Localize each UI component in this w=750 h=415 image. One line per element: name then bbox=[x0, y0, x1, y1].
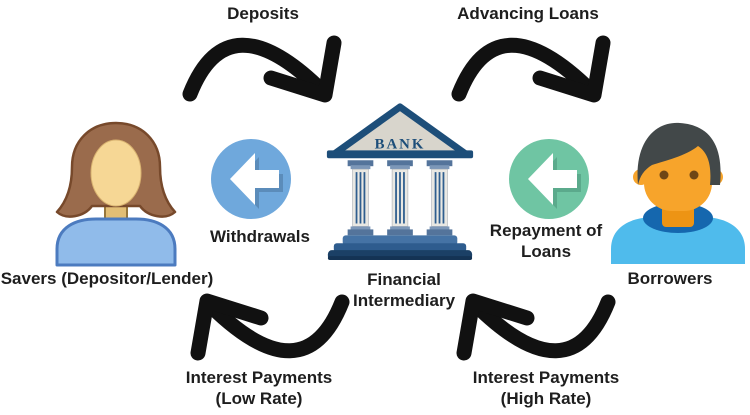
borrowers-man-icon bbox=[611, 122, 745, 264]
withdrawals-left-arrow-circle-icon bbox=[211, 139, 291, 219]
label-savers: Savers (Depositor/Lender) bbox=[0, 269, 214, 288]
deposits-curved-arrow-icon bbox=[183, 33, 343, 105]
label-line: Repayment of bbox=[489, 221, 603, 240]
left-arrow-glyph bbox=[230, 153, 279, 205]
arrow-stroke bbox=[459, 43, 603, 95]
arrow-stroke bbox=[464, 301, 608, 353]
interest-high-curved-arrow-icon bbox=[455, 291, 615, 363]
label-line: Interest Payments bbox=[185, 368, 333, 387]
label-line: (High Rate) bbox=[500, 389, 592, 408]
bank-column bbox=[347, 160, 374, 236]
label-deposits: Deposits bbox=[227, 4, 299, 23]
label-repayment-of-loans: Repayment of Loans bbox=[490, 220, 602, 262]
label-financial-intermediary: Financial Intermediary bbox=[353, 269, 455, 311]
label-line: Financial bbox=[367, 270, 441, 289]
label-advancing-loans: Advancing Loans bbox=[457, 4, 599, 23]
bank-sign-text: BANK bbox=[375, 136, 426, 152]
label-interest-payments-low: Interest Payments (Low Rate) bbox=[186, 367, 332, 409]
woman-shirt bbox=[55, 217, 177, 267]
label-line: Loans bbox=[520, 242, 572, 261]
man-eye bbox=[659, 170, 669, 180]
bank-columns bbox=[347, 160, 453, 236]
savers-woman-icon bbox=[55, 121, 177, 267]
interest-low-curved-arrow-icon bbox=[189, 291, 349, 363]
bank-building-icon: BANK bbox=[326, 103, 474, 261]
arrow-stroke bbox=[190, 43, 334, 95]
label-interest-payments-high: Interest Payments (High Rate) bbox=[473, 367, 619, 409]
bank-base bbox=[327, 235, 473, 261]
label-withdrawals: Withdrawals bbox=[210, 227, 310, 246]
label-borrowers: Borrowers bbox=[627, 269, 713, 288]
left-arrow-glyph bbox=[528, 153, 577, 205]
man-hair bbox=[637, 122, 721, 185]
woman-face bbox=[90, 139, 142, 207]
man-eye bbox=[689, 170, 699, 180]
man-shirt bbox=[611, 217, 745, 264]
label-line: Intermediary bbox=[352, 291, 456, 310]
label-line: Interest Payments bbox=[472, 368, 620, 387]
label-line: (Low Rate) bbox=[215, 389, 303, 408]
arrow-stroke bbox=[198, 301, 342, 353]
repayment-left-arrow-circle-icon bbox=[509, 139, 589, 219]
advancing-loans-curved-arrow-icon bbox=[452, 33, 612, 105]
bank-column bbox=[426, 160, 453, 236]
bank-eave bbox=[326, 150, 474, 159]
bank-column bbox=[387, 160, 413, 236]
